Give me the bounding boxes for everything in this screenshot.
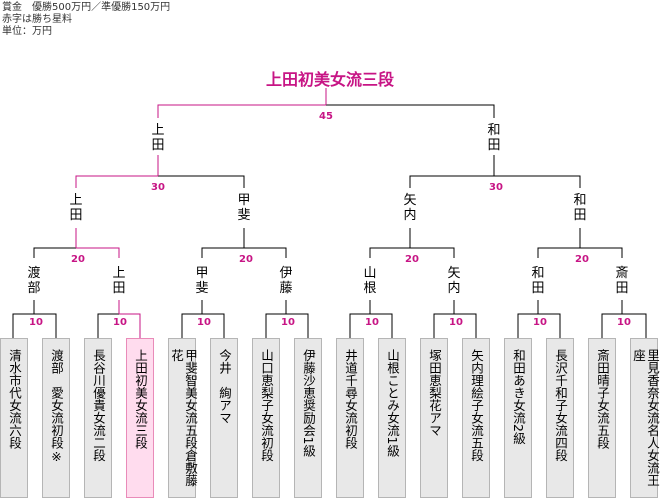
semi-left-line-b (158, 175, 245, 188)
player-box: 山根ことみ女流1級 (378, 338, 406, 498)
quarterfinalist-4: 伊藤 (279, 266, 293, 296)
player-name: 塚田恵梨花アマ (427, 349, 442, 437)
final-line-left (157, 104, 326, 118)
notes: 賞金 優勝500万円／準優勝150万円 赤字は勝ち星料 単位：万円 (2, 2, 170, 38)
player-box: 井道千尋女流初段 (336, 338, 364, 498)
prize-r1-5: 10 (365, 317, 379, 328)
champion-name: 上田初美女流三段 (265, 70, 394, 89)
semifinalist-1: 上田 (69, 193, 83, 223)
final-line-right (326, 104, 495, 118)
prize-note: 賞金 優勝500万円／準優勝150万円 (2, 2, 171, 13)
semifinalist-3: 矢内 (403, 193, 417, 223)
player-box: 長谷川優貴女流二段 (84, 338, 112, 498)
unit-note: 単位：万円 (2, 26, 52, 37)
quarterfinalist-8: 斎田 (615, 266, 629, 296)
semi-right-line (409, 175, 581, 188)
prize-qf4: 20 (575, 254, 589, 265)
player-box: 里見香奈女流名人女流王座 (630, 338, 660, 498)
prize-r1-1: 10 (29, 317, 43, 328)
player-box: 和田あき女流2級 (504, 338, 532, 498)
prize-qf1: 20 (71, 254, 85, 265)
finalist-right: 和田 (487, 123, 501, 153)
player-name: 山口恵梨子女流初段 (259, 349, 274, 462)
player-name: 井道千尋女流初段 (343, 349, 358, 449)
prize-r1-8: 10 (617, 317, 631, 328)
quarterfinalist-5: 山根 (363, 266, 377, 296)
player-box: 今井 絢アマ (210, 338, 238, 498)
player-name: 和田あき女流2級 (511, 349, 526, 445)
player-name: 伊藤沙恵奨励会1級 (301, 349, 316, 457)
quarterfinalist-1: 渡部 (27, 266, 41, 296)
player-box: 伊藤沙恵奨励会1級 (294, 338, 322, 498)
semifinalist-4: 和田 (573, 193, 587, 223)
player-name: 斎田晴子女流五段 (595, 349, 610, 449)
player-box: 甲斐智美女流五段倉敷藤花 (168, 338, 198, 498)
prize-r1-4: 10 (281, 317, 295, 328)
player-box-champion: 上田初美女流三段 (126, 338, 154, 498)
player-box: 斎田晴子女流五段 (588, 338, 616, 498)
quarterfinalist-2: 上田 (112, 266, 126, 296)
player-name: 甲斐智美女流五段倉敷藤花 (169, 349, 198, 487)
semifinalist-2: 甲斐 (237, 193, 251, 223)
prize-qf3: 20 (405, 254, 419, 265)
player-name: 清水市代女流六段 (7, 349, 22, 449)
player-name: 長谷川優貴女流二段 (91, 349, 106, 462)
prize-final: 45 (319, 111, 333, 122)
player-name: 山根ことみ女流1級 (385, 349, 400, 457)
player-box: 塚田恵梨花アマ (420, 338, 448, 498)
finalist-left: 上田 (151, 123, 165, 153)
player-box: 山口恵梨子女流初段 (252, 338, 280, 498)
prize-semi-left: 30 (151, 182, 165, 193)
player-name: 渡部 愛女流初段※ (49, 349, 64, 464)
player-box: 渡部 愛女流初段※ (42, 338, 70, 498)
prize-r1-7: 10 (533, 317, 547, 328)
player-box: 長沢千和子女流四段 (546, 338, 574, 498)
prize-r1-2: 10 (113, 317, 127, 328)
player-box: 清水市代女流六段 (0, 338, 28, 498)
prize-r1-6: 10 (449, 317, 463, 328)
red-note: 赤字は勝ち星料 (2, 14, 72, 25)
player-name: 矢内理絵子女流五段 (469, 349, 484, 462)
quarterfinalist-6: 矢内 (447, 266, 461, 296)
player-name: 長沢千和子女流四段 (553, 349, 568, 462)
prize-r1-3: 10 (197, 317, 211, 328)
player-box: 矢内理絵子女流五段 (462, 338, 490, 498)
quarterfinalist-7: 和田 (531, 266, 545, 296)
player-name: 里見香奈女流名人女流王座 (631, 349, 660, 487)
prize-semi-right: 30 (489, 182, 503, 193)
semi-left-line-a (75, 175, 158, 188)
quarterfinalist-3: 甲斐 (195, 266, 209, 296)
prize-qf2: 20 (239, 254, 253, 265)
player-name: 今井 絢アマ (217, 349, 232, 424)
player-name: 上田初美女流三段 (133, 349, 148, 449)
